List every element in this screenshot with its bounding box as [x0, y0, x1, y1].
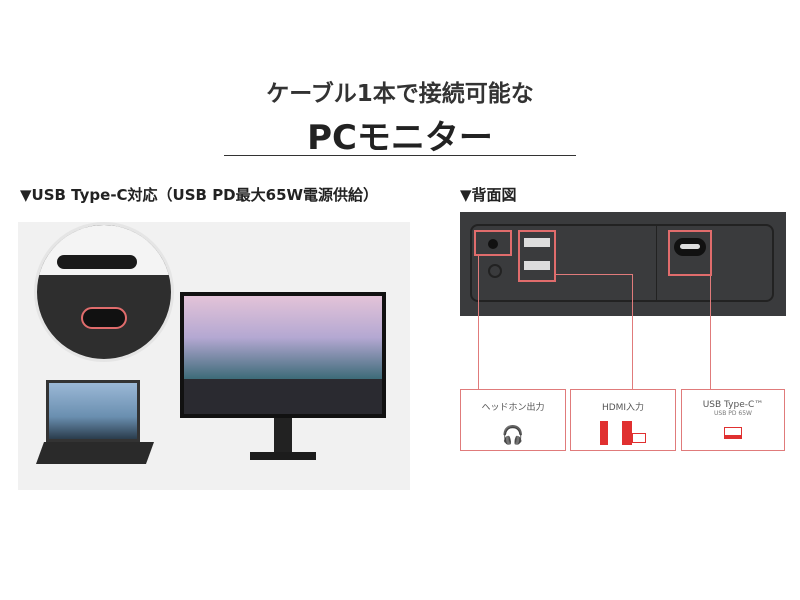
- headphones-icon: 🎧: [501, 425, 525, 446]
- port-label: HDMI入力: [601, 403, 645, 413]
- rear-panel-image: [460, 212, 786, 316]
- laptop-icon: [724, 427, 742, 439]
- divider: [224, 155, 576, 156]
- port-label: ヘッドホン出力: [481, 403, 545, 413]
- port-label: USB Type-C™: [702, 400, 764, 410]
- monitor-image: [180, 292, 386, 418]
- usb-c-port-closeup: [34, 222, 174, 362]
- headline-line2: PCモニター: [307, 118, 493, 158]
- port-usb-c: USB Type-C™ USB PD 65W: [681, 389, 785, 451]
- pc-laptop-icon: [600, 421, 646, 445]
- product-scene-image: [18, 222, 410, 490]
- rear-view-heading: ▼背面図: [460, 186, 517, 204]
- headline-line1: ケーブル1本で接続可能な: [266, 81, 534, 107]
- laptop-image: [46, 380, 140, 442]
- usb-c-heading: ▼USB Type-C対応（USB PD最大65W電源供給）: [20, 186, 379, 204]
- port-sublabel: USB PD 65W: [714, 410, 752, 417]
- port-headphone: ヘッドホン出力 🎧: [460, 389, 566, 451]
- port-hdmi: HDMI入力: [570, 389, 676, 451]
